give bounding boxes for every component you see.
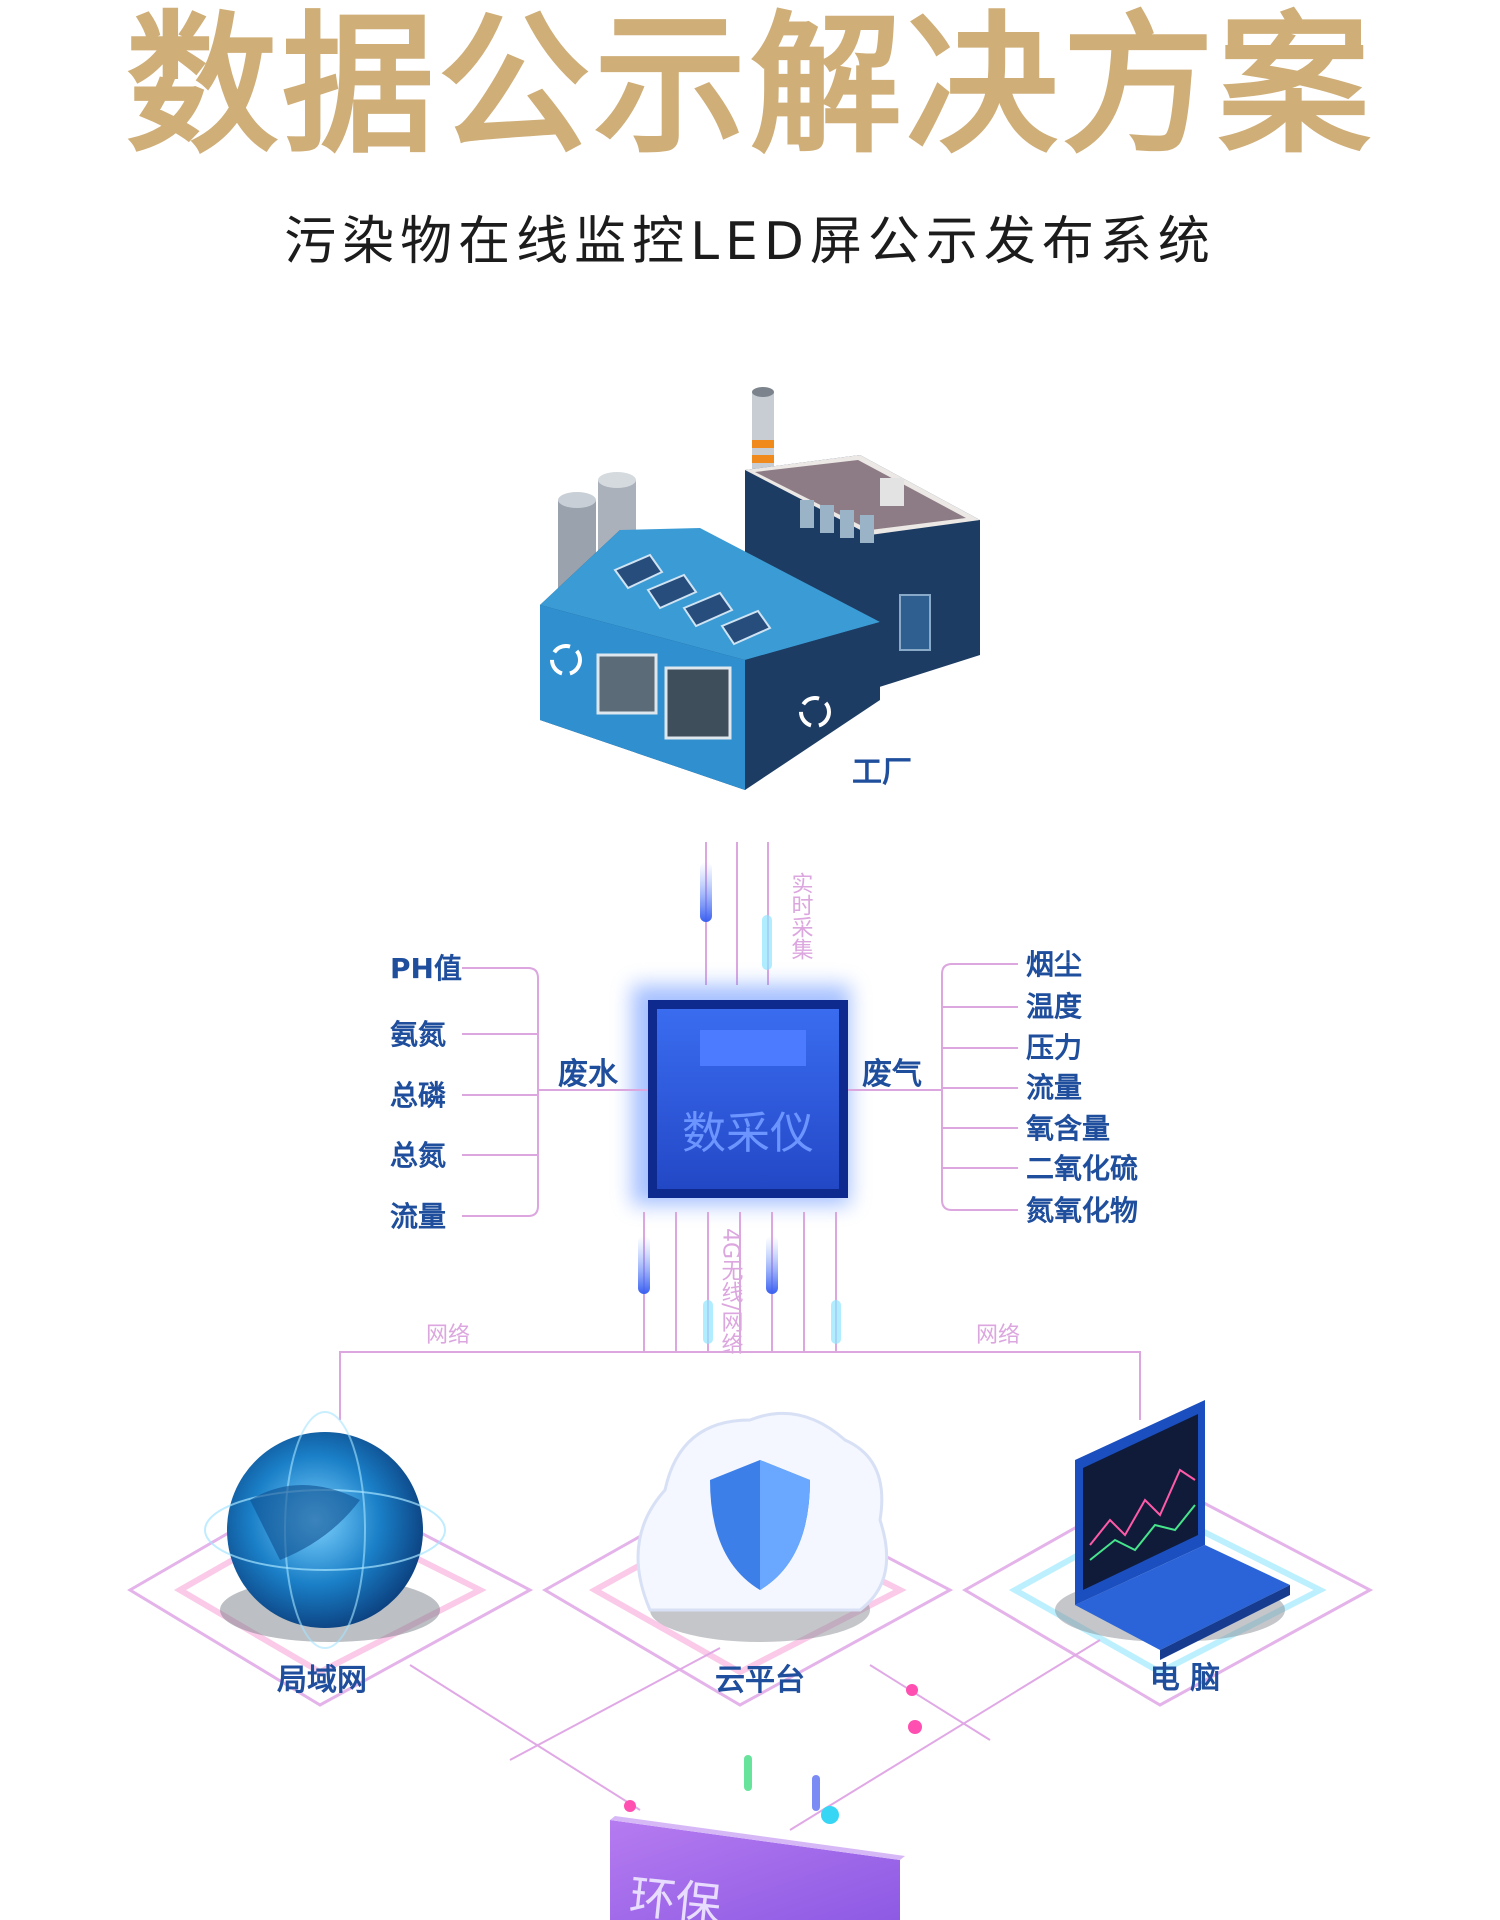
led-screen (610, 1816, 905, 1920)
network-label-left: 网络 (426, 1323, 470, 1348)
exhaust-bracket (848, 963, 1018, 1211)
endpoint-computer-label: 电 脑 (1150, 1661, 1220, 1696)
endpoint-lan-label: 局域网 (277, 1663, 367, 1698)
wastewater-bracket (462, 967, 648, 1217)
exhaust-item: 烟尘 (1026, 948, 1082, 981)
signal-dot (908, 1720, 922, 1734)
cloud-icon (636, 1411, 889, 1642)
data-beam (812, 1775, 820, 1811)
screen-links (409, 1639, 1101, 1831)
exhaust-item: 压力 (1026, 1031, 1082, 1064)
realtime-collect-label: 实时采集 (788, 872, 814, 960)
data-beam (762, 915, 772, 970)
wastewater-item: 氨氮 (390, 1018, 446, 1051)
laptop-icon (1055, 1400, 1290, 1660)
network-label-right: 网络 (976, 1323, 1020, 1348)
realtime-collect-links (705, 842, 769, 985)
wastewater-item: 总氮 (390, 1139, 446, 1172)
data-beam (700, 862, 712, 922)
data-beam (766, 1236, 778, 1294)
exhaust-item: 流量 (1026, 1071, 1082, 1104)
factory-label: 工厂 (852, 755, 912, 790)
factory-illustration (540, 387, 980, 790)
wastewater-item: 总磷 (390, 1079, 446, 1112)
data-beam (831, 1300, 841, 1344)
exhaust-label: 废气 (862, 1057, 922, 1092)
exhaust-item: 氮氧化物 (1026, 1194, 1138, 1227)
collector-label: 数采仪 (682, 1108, 814, 1159)
exhaust-item: 氧含量 (1026, 1112, 1110, 1145)
data-beam (638, 1236, 650, 1294)
wireless-label: 4G无线/网络 (718, 1228, 744, 1355)
globe-icon (204, 1411, 446, 1649)
led-screen-label: 环保 (627, 1869, 724, 1920)
wastewater-item: PH值 (390, 952, 462, 985)
data-beam (703, 1300, 713, 1344)
data-beam (744, 1755, 752, 1791)
wastewater-item: 流量 (390, 1200, 446, 1233)
endpoint-cloud-label: 云平台 (715, 1663, 805, 1698)
page-subtitle: 污染物在线监控LED屏公示发布系统 (284, 212, 1216, 272)
data-collector-device (632, 985, 850, 1205)
exhaust-item: 二氧化硫 (1026, 1152, 1138, 1185)
signal-dot (821, 1806, 839, 1824)
wastewater-label: 废水 (558, 1057, 619, 1092)
signal-dot (624, 1800, 636, 1812)
page-title: 数据公示解决方案 (126, 0, 1374, 174)
signal-dot (906, 1684, 918, 1696)
exhaust-item: 温度 (1026, 990, 1082, 1023)
